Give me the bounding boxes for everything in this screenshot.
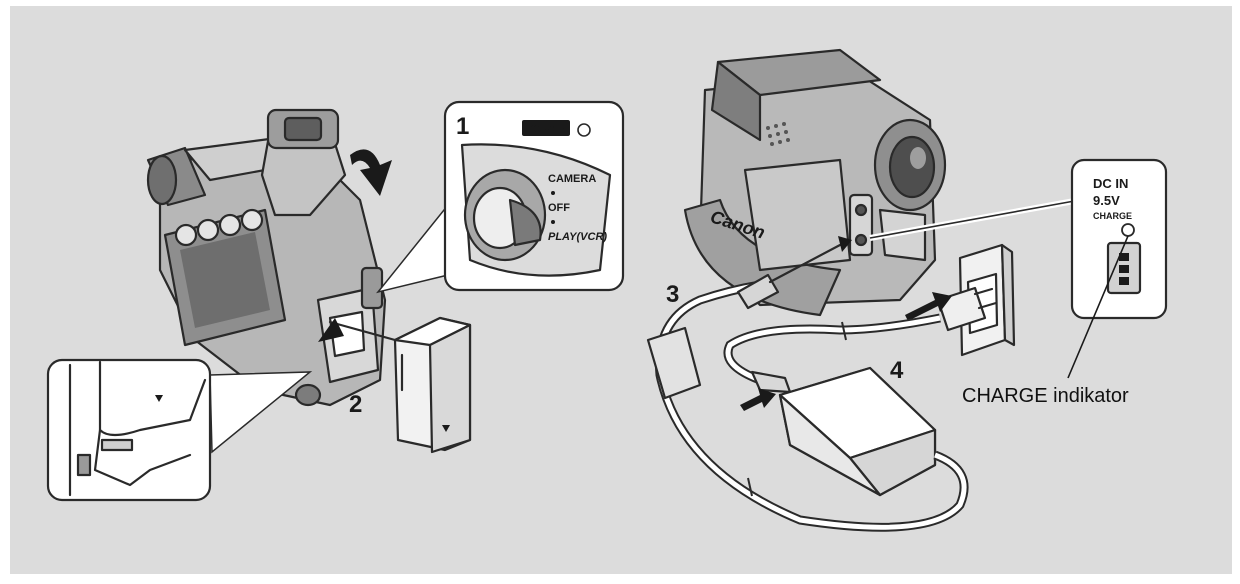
step-number-3: 3	[666, 281, 679, 308]
charge-lamp	[1122, 224, 1134, 236]
step-number-2: 2	[349, 391, 362, 418]
power-indicator-lamp	[578, 124, 590, 136]
dc-in-label: DC IN	[1093, 176, 1128, 191]
mode-off-label: OFF	[548, 202, 570, 214]
dc-in-inset: DC IN 9.5V CHARGE	[1072, 160, 1166, 318]
battery-pack	[395, 318, 470, 452]
step-number-4: 4	[890, 357, 904, 384]
power-label: POWER	[527, 124, 566, 135]
voltage-label: 9.5V	[1093, 193, 1120, 208]
charge-small-label: CHARGE	[1093, 211, 1132, 221]
step-number-1: 1	[456, 113, 469, 140]
mode-play-label: PLAY(VCR)	[548, 231, 607, 243]
charge-indicator-label: CHARGE indikator	[962, 385, 1129, 407]
mode-camera-label: CAMERA	[548, 173, 596, 185]
